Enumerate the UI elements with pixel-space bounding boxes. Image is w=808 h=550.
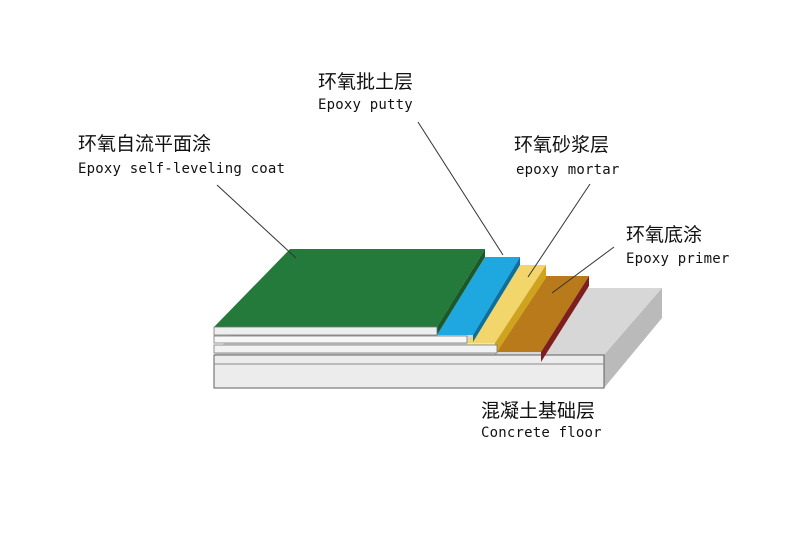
concrete-label-en: Concrete floor [481,425,602,441]
mortar-label-zh: 环氧砂浆层 [514,134,610,156]
sub-strip-upper [213,335,468,344]
primer-label-en: Epoxy primer [626,251,730,267]
self-leveling-top-face [214,249,485,327]
putty-label-en: Epoxy putty [318,97,413,113]
leader-line-putty [417,121,504,256]
sub-strip-lower [213,344,498,354]
leader-line-mortar [527,183,591,278]
putty-side-face [473,257,520,342]
primer-layer [497,276,589,362]
self-leveling-label-en: Epoxy self-leveling coat [78,161,286,177]
concrete-label-zh: 混凝土基础层 [481,400,596,422]
mortar-side-face [495,265,546,355]
concrete-side-face [604,288,662,388]
mortar-label-en: epoxy mortar [516,162,620,178]
primer-top-face [497,276,589,352]
leader-line-self-leveling [216,184,297,259]
primer-label-zh: 环氧底涂 [626,224,703,246]
putty-label-zh: 环氧批土层 [318,71,414,93]
putty-layer [437,257,520,342]
self-leveling-label-zh: 环氧自流平面涂 [78,133,212,155]
putty-top-face [437,257,520,335]
leader-line-primer [551,246,615,294]
mortar-top-face [467,265,546,343]
self-leveling-side-face [437,249,485,335]
concrete-front-face [213,354,605,389]
primer-side-face [541,276,589,362]
self-leveling-front-face [213,326,438,336]
self-leveling-layer [213,249,485,336]
